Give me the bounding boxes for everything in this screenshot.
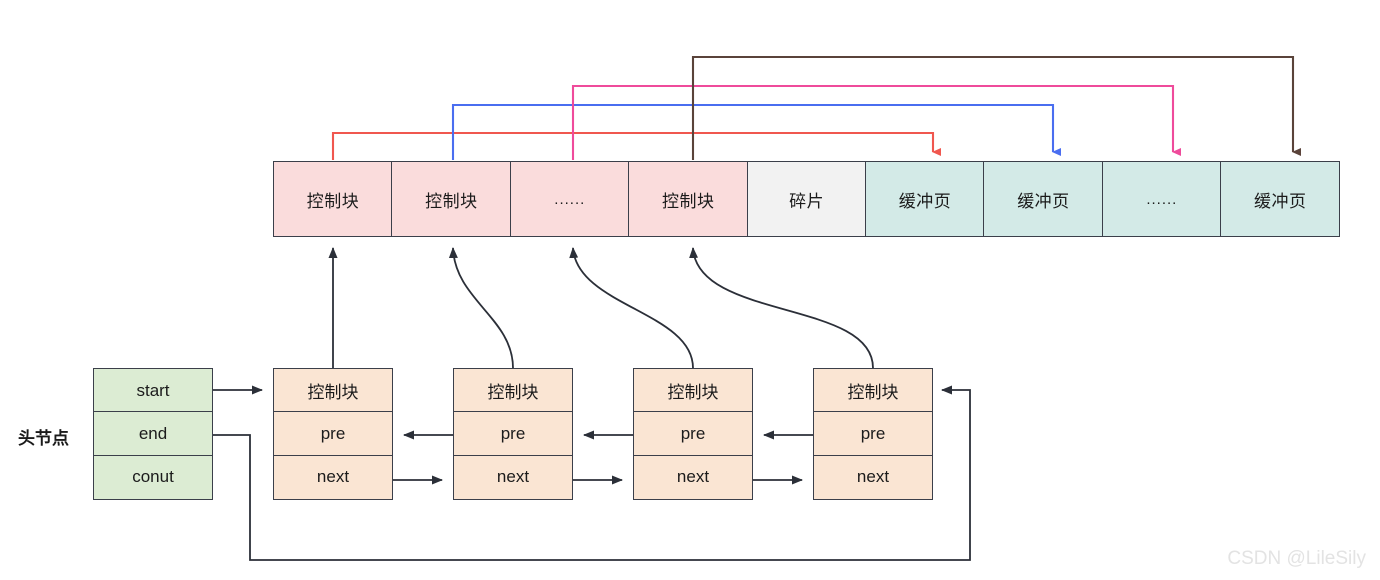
- list-node-field-next[interactable]: next: [453, 454, 573, 500]
- mapping-link-pink: [571, 84, 1181, 160]
- memory-cell-control-block-ellipsis[interactable]: ......: [509, 161, 630, 237]
- memory-cell-buffer-page-3[interactable]: 缓冲页: [1220, 161, 1341, 237]
- memory-cell-control-block-3[interactable]: 控制块: [628, 161, 749, 237]
- list-node-4[interactable]: 控制块 pre next: [813, 368, 933, 500]
- list-node-field-pre[interactable]: pre: [633, 411, 753, 457]
- memory-region-bar: 控制块 控制块 ...... 控制块 碎片 缓冲页 缓冲页 ...... 缓冲页: [273, 161, 1341, 237]
- head-node[interactable]: start end conut: [93, 368, 213, 500]
- memory-cell-control-block-1[interactable]: 控制块: [273, 161, 393, 237]
- memory-cell-buffer-page-1[interactable]: 缓冲页: [865, 161, 986, 237]
- list-node-field-next[interactable]: next: [633, 454, 753, 500]
- list-node-title[interactable]: 控制块: [273, 368, 393, 413]
- list-node-title[interactable]: 控制块: [813, 368, 933, 413]
- list-node-field-pre[interactable]: pre: [453, 411, 573, 457]
- node-to-block-pointer-2: [448, 247, 514, 369]
- mapping-link-red: [331, 131, 941, 160]
- head-node-label: 头节点: [18, 429, 69, 448]
- list-node-field-next[interactable]: next: [273, 454, 393, 500]
- head-node-field-conut[interactable]: conut: [93, 454, 213, 500]
- list-node-1[interactable]: 控制块 pre next: [273, 368, 393, 500]
- memory-cell-buffer-page-2[interactable]: 缓冲页: [983, 161, 1104, 237]
- head-node-field-end[interactable]: end: [93, 411, 213, 457]
- list-node-title[interactable]: 控制块: [633, 368, 753, 413]
- memory-cell-fragment[interactable]: 碎片: [746, 161, 867, 237]
- mapping-link-brown: [691, 55, 1301, 160]
- mapping-link-blue: [451, 103, 1061, 160]
- list-node-field-pre[interactable]: pre: [273, 411, 393, 457]
- list-node-3[interactable]: 控制块 pre next: [633, 368, 753, 500]
- list-node-2[interactable]: 控制块 pre next: [453, 368, 573, 500]
- node-to-block-pointer-4: [689, 247, 874, 369]
- list-node-field-next[interactable]: next: [813, 454, 933, 500]
- watermark: CSDN @LileSily: [1227, 548, 1366, 569]
- memory-cell-control-block-2[interactable]: 控制块: [391, 161, 512, 237]
- head-node-field-start[interactable]: start: [93, 368, 213, 413]
- list-node-field-pre[interactable]: pre: [813, 411, 933, 457]
- memory-cell-buffer-page-ellipsis[interactable]: ......: [1101, 161, 1222, 237]
- list-node-title[interactable]: 控制块: [453, 368, 573, 413]
- node-to-block-pointer-3: [569, 247, 694, 369]
